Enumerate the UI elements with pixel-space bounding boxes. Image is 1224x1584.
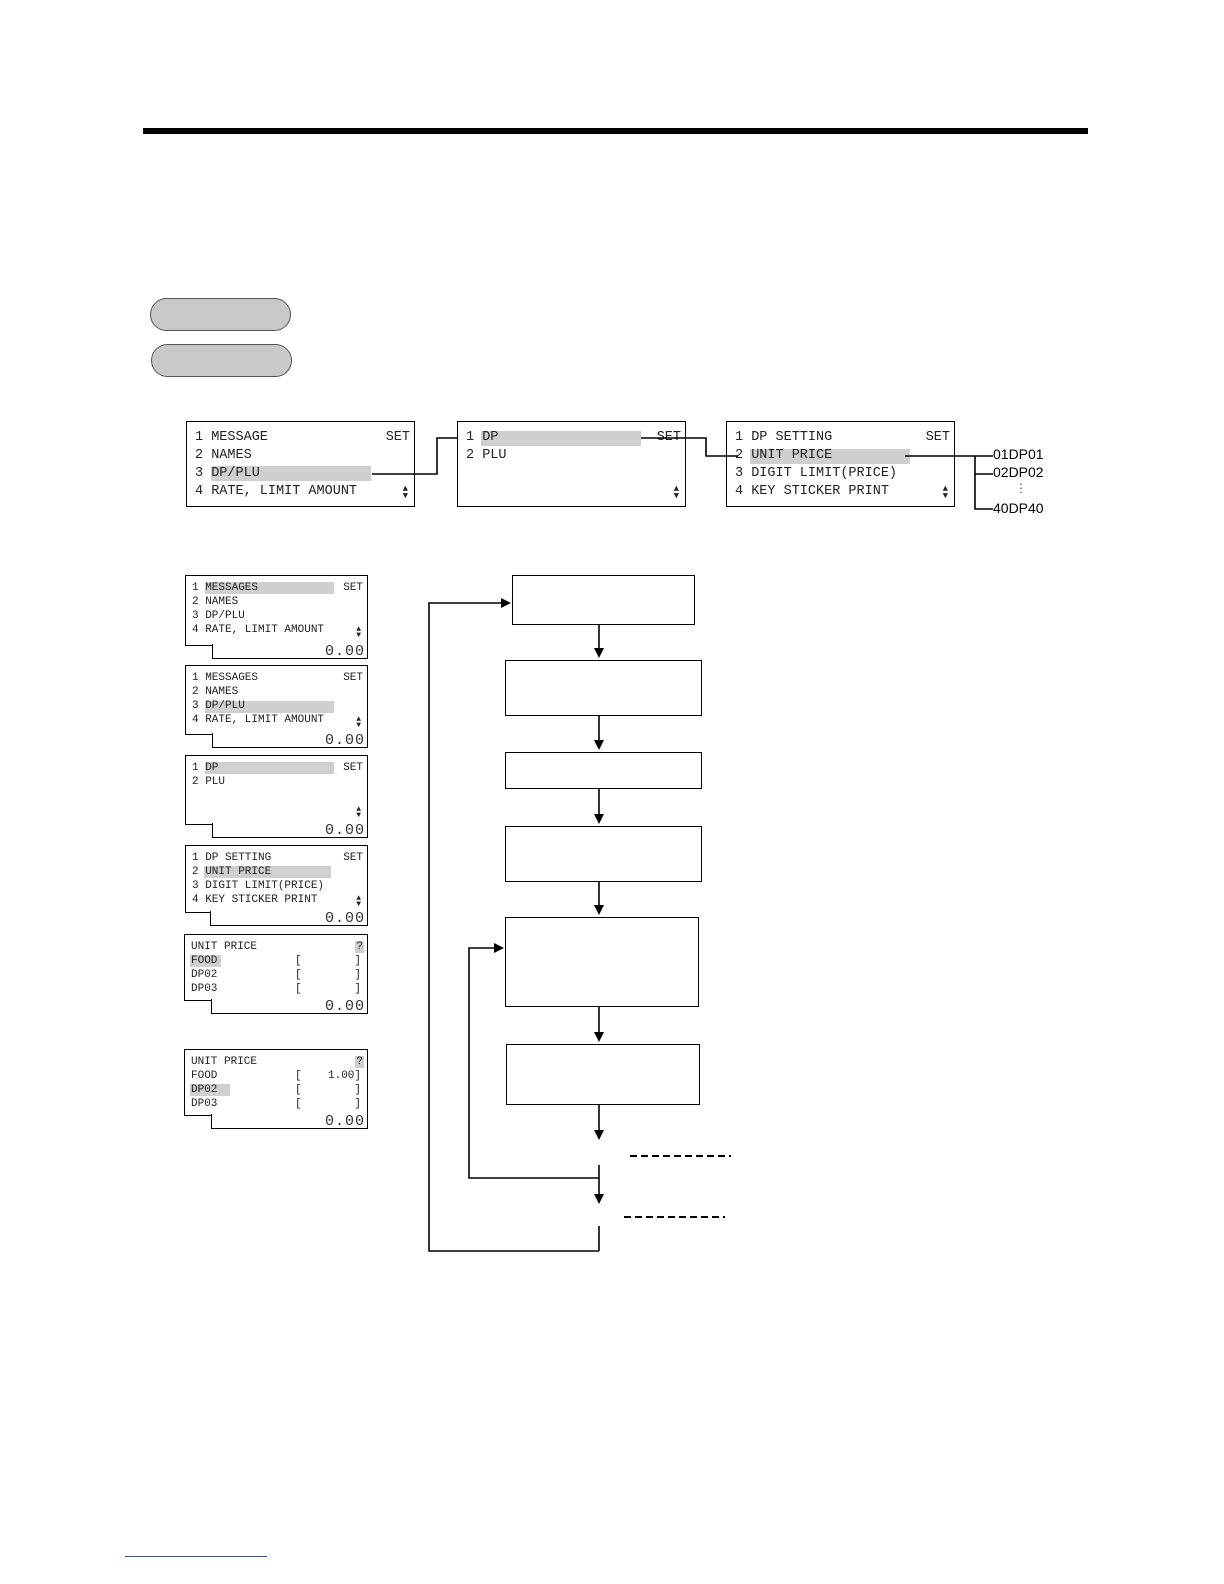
dp-name: DP03	[191, 983, 218, 995]
dp-price-field: [ ]	[295, 955, 362, 967]
total-display: 0.00	[212, 644, 368, 659]
menu-item: 4 RATE, LIMIT AMOUNT	[192, 714, 325, 726]
step-screen-6: UNIT PRICE ? FOOD [ 1.00] DP02 [ ] DP03 …	[184, 1049, 368, 1116]
total-display: 0.00	[212, 733, 368, 748]
dp-price-field: [ ]	[295, 983, 362, 995]
overview-screen-program-menu: 1 MESSAGE SET 2 NAMES 3 DP/PLU 4 RATE, L…	[186, 421, 415, 507]
dp-price-field: [ ]	[295, 969, 362, 981]
menu-item: 2 NAMES	[192, 686, 239, 698]
dp-list-item: 01DP01	[993, 446, 1044, 462]
menu-item-selected: 1 DP	[192, 762, 219, 774]
total-display: 0.00	[212, 823, 368, 838]
set-label: SET	[343, 762, 363, 774]
mode-pill-2	[151, 344, 292, 377]
menu-item: 4 KEY STICKER PRINT	[192, 894, 318, 906]
updown-arrow-icon: ▲▼	[402, 484, 408, 501]
menu-item: 1 MESSAGES	[192, 672, 259, 684]
step-screen-5: UNIT PRICE ? FOOD [ ] DP02 [ ] DP03 [ ]	[184, 934, 368, 1001]
dp-price-field: [ ]	[295, 1084, 362, 1096]
dp-name: DP02	[191, 969, 218, 981]
total-display: 0.00	[211, 999, 368, 1014]
menu-item: 4 RATE, LIMIT AMOUNT	[192, 624, 325, 636]
dp-price-field: [ ]	[295, 1098, 362, 1110]
menu-item: 3 DIGIT LIMIT(PRICE)	[192, 880, 325, 892]
menu-item-selected: 3 DP/PLU	[195, 466, 260, 481]
set-label: SET	[343, 582, 363, 594]
mode-pill-1	[150, 298, 291, 331]
step-screen-3: 1 DP SET 2 PLU ▲▼	[185, 755, 368, 825]
overview-screen-dp-setting: 1 DP SETTING SET 2 UNIT PRICE 3 DIGIT LI…	[726, 421, 955, 507]
updown-arrow-icon: ▲▼	[356, 805, 361, 820]
menu-item: 2 PLU	[192, 776, 226, 788]
updown-arrow-icon: ▲▼	[942, 484, 948, 501]
dp-price-field: [ 1.00]	[295, 1070, 362, 1082]
menu-item-selected: 1 DP	[466, 430, 499, 445]
set-label: SET	[343, 852, 363, 864]
dp-name: FOOD	[191, 1070, 218, 1082]
flow-box-6	[506, 1044, 700, 1105]
updown-arrow-icon: ▲▼	[356, 625, 361, 640]
updown-arrow-icon: ▲▼	[356, 715, 361, 730]
dp-list-item: 02DP02	[993, 464, 1044, 480]
menu-item: 3 DP/PLU	[192, 610, 245, 622]
dp-name-selected: FOOD	[191, 955, 218, 967]
menu-item: 3 DIGIT LIMIT(PRICE)	[735, 466, 898, 481]
set-label: SET	[385, 430, 410, 445]
overview-screen-dp-plu: 1 DP SET 2 PLU ▲▼	[457, 421, 686, 507]
updown-arrow-icon: ▲▼	[673, 484, 679, 501]
updown-arrow-icon: ▲▼	[356, 894, 361, 909]
total-display: 0.00	[211, 1114, 368, 1129]
menu-item: 1 DP SETTING	[735, 430, 833, 445]
help-indicator: ?	[355, 941, 364, 953]
total-display: 0.00	[210, 911, 368, 926]
step-screen-2: 1 MESSAGES SET 2 NAMES 3 DP/PLU 4 RATE, …	[185, 665, 368, 735]
flow-box-5	[505, 917, 699, 1007]
menu-item: 2 NAMES	[195, 448, 252, 463]
menu-item: 1 DP SETTING	[192, 852, 272, 864]
flow-box-3	[505, 752, 702, 789]
menu-item-selected: 3 DP/PLU	[192, 700, 245, 712]
header-rule	[143, 128, 1088, 134]
menu-item-selected: 1 MESSAGES	[192, 582, 259, 594]
menu-item-selected: 2 UNIT PRICE	[735, 448, 833, 463]
menu-item: 2 PLU	[466, 448, 507, 463]
menu-item: 1 MESSAGE	[195, 430, 268, 445]
flow-box-4	[505, 826, 702, 882]
dp-list-item: 40DP40	[993, 500, 1044, 516]
menu-item: 4 RATE, LIMIT AMOUNT	[195, 484, 358, 499]
flow-box-1	[512, 575, 695, 625]
menu-item-selected: 2 UNIT PRICE	[192, 866, 272, 878]
flow-box-2	[505, 660, 702, 716]
footer-link-underline	[125, 1556, 267, 1557]
dp-name-selected: DP02	[191, 1084, 218, 1096]
step-screen-1: 1 MESSAGES SET 2 NAMES 3 DP/PLU 4 RATE, …	[185, 575, 368, 646]
dp-name: DP03	[191, 1098, 218, 1110]
help-indicator: ?	[355, 1056, 364, 1068]
screen-title: UNIT PRICE	[191, 1056, 258, 1068]
screen-title: UNIT PRICE	[191, 941, 258, 953]
set-label: SET	[925, 430, 950, 445]
dp-list-ellipsis: ⋮	[1015, 481, 1027, 495]
set-label: SET	[343, 672, 363, 684]
menu-item: 2 NAMES	[192, 596, 239, 608]
menu-item: 4 KEY STICKER PRINT	[735, 484, 889, 499]
